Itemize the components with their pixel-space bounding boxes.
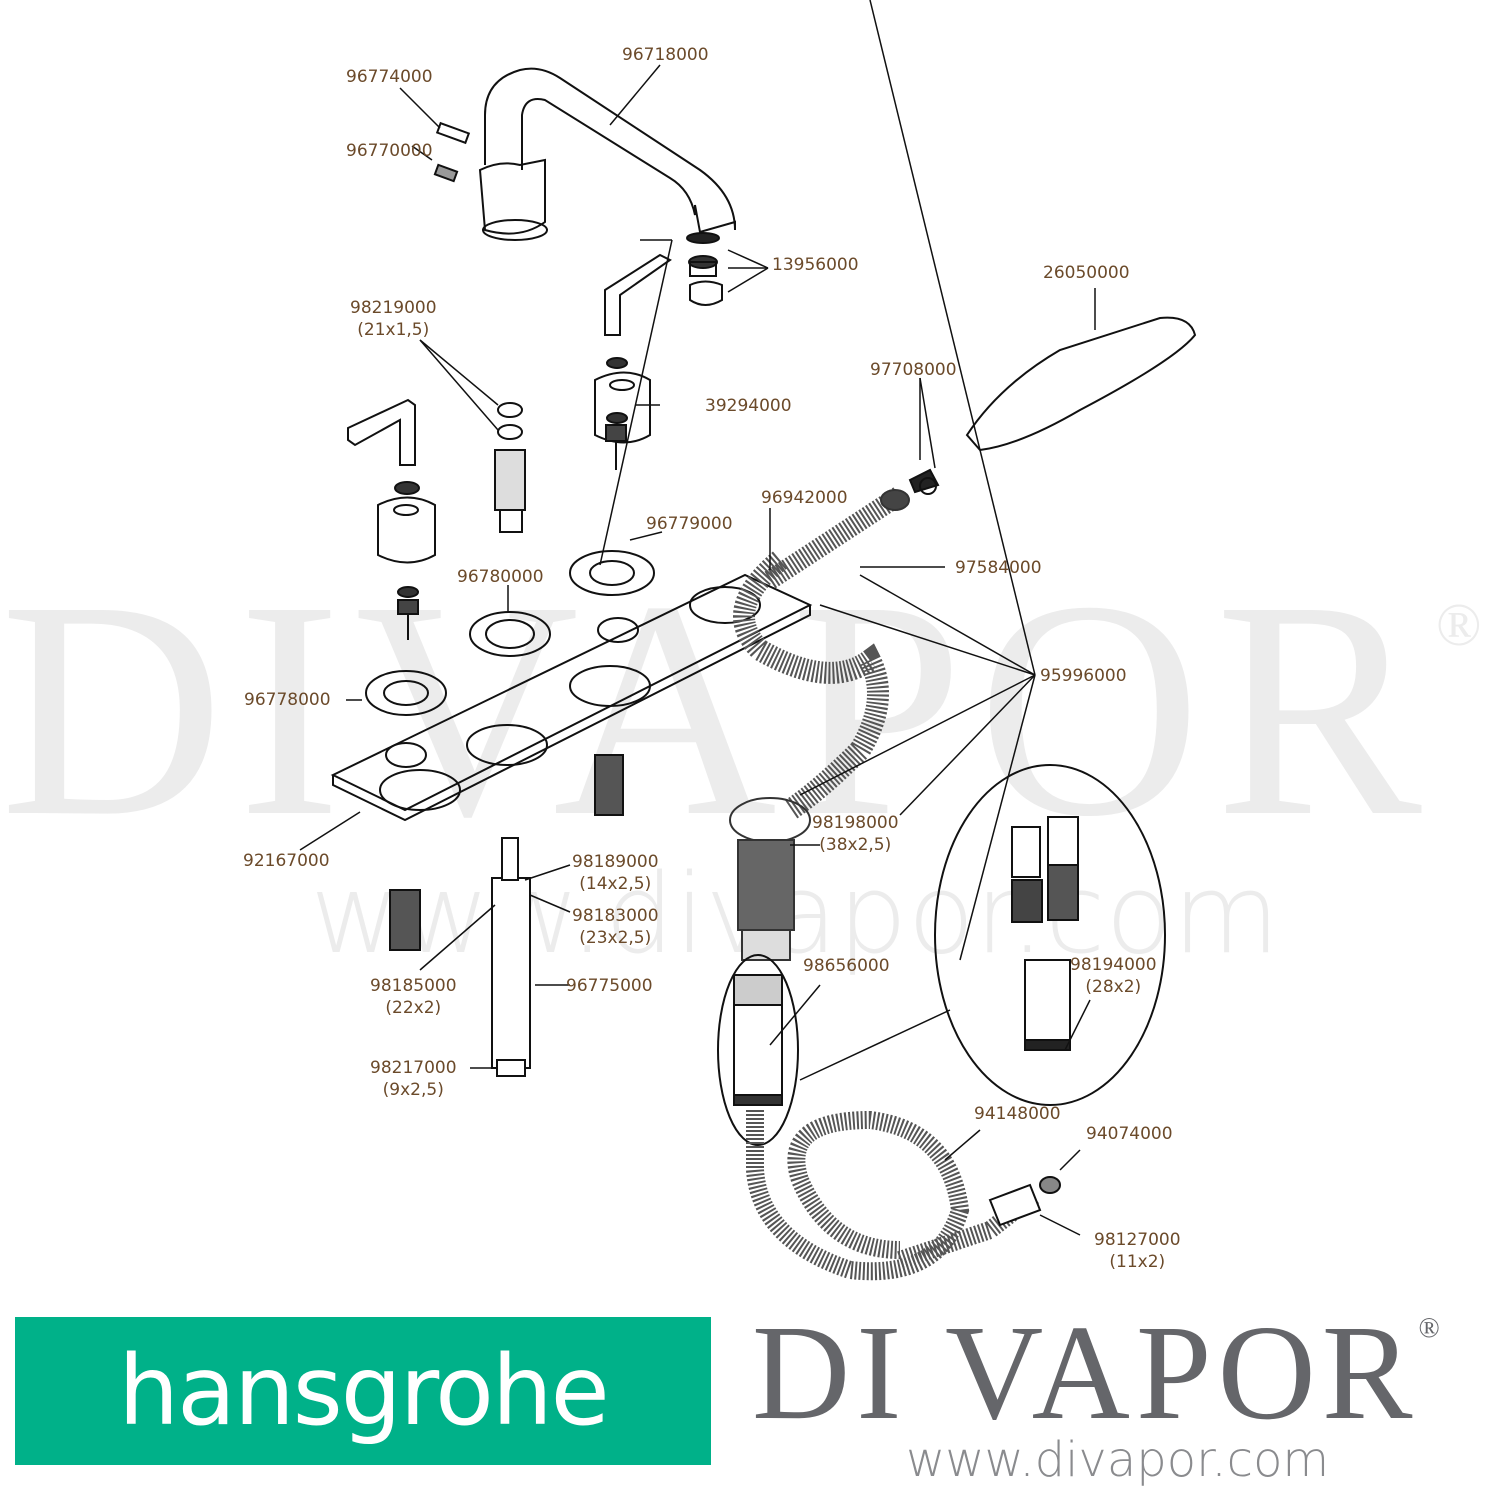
part-label-96942000: 96942000 <box>761 488 848 508</box>
set-screw-drawing <box>433 121 471 183</box>
valve-body-drawings <box>389 754 624 1077</box>
part-label-94148000: 94148000 <box>974 1104 1061 1124</box>
part-label-98656000: 98656000 <box>803 956 890 976</box>
part-label-94074000: 94074000 <box>1086 1124 1173 1144</box>
part-label-98217000: 98217000(9x2,5) <box>370 1058 457 1100</box>
spout-drawing <box>478 67 736 241</box>
watermark-text: DIVAPOR® <box>0 538 1496 881</box>
part-label-98189000: 98189000(14x2,5) <box>572 852 659 894</box>
part-label-98198000: 98198000(38x2,5) <box>812 813 899 855</box>
part-label-96718000: 96718000 <box>622 45 709 65</box>
part-label-13956000: 13956000 <box>772 255 859 275</box>
part-label-96775000: 96775000 <box>566 976 653 996</box>
quick-connect-drawing <box>717 954 799 1146</box>
part-label-98127000: 98127000(11x2) <box>1094 1230 1181 1272</box>
part-label-39294000: 39294000 <box>705 396 792 416</box>
divapor-url: www.divapor.com <box>906 1432 1330 1488</box>
part-label-92167000: 92167000 <box>243 851 330 871</box>
hose-connector-drawing <box>988 1176 1061 1227</box>
divapor-logo: DI VAPOR® <box>752 1298 1440 1448</box>
part-label-96774000: 96774000 <box>346 67 433 87</box>
part-label-98183000: 98183000(23x2,5) <box>572 906 659 948</box>
hansgrohe-logo: hansgrohe <box>15 1317 711 1465</box>
pullout-hose-drawing <box>729 486 910 961</box>
part-label-96779000: 96779000 <box>646 514 733 534</box>
part-label-97708000: 97708000 <box>870 360 957 380</box>
coiled-hose-drawing <box>746 1110 1041 1281</box>
part-label-96778000: 96778000 <box>244 690 331 710</box>
right-handle-drawing <box>594 253 672 470</box>
left-handle-drawing <box>347 398 436 640</box>
part-label-95996000: 95996000 <box>1040 666 1127 686</box>
part-label-98219000: 98219000(21x1,5) <box>350 298 437 340</box>
part-label-96780000: 96780000 <box>457 567 544 587</box>
cartridge-drawing <box>494 402 526 533</box>
deck-plate-drawing <box>330 573 813 822</box>
part-label-98194000: 98194000(28x2) <box>1070 955 1157 997</box>
part-label-96770000: 96770000 <box>346 141 433 161</box>
escutcheon-rings <box>365 550 655 716</box>
part-label-97584000: 97584000 <box>955 558 1042 578</box>
part-label-98185000: 98185000(22x2) <box>370 976 457 1018</box>
detail-circle-drawing <box>934 764 1166 1106</box>
handshower-drawing <box>908 316 1197 495</box>
part-label-26050000: 26050000 <box>1043 263 1130 283</box>
leader-lines <box>299 0 1096 1236</box>
aerator-drawing <box>686 232 723 306</box>
